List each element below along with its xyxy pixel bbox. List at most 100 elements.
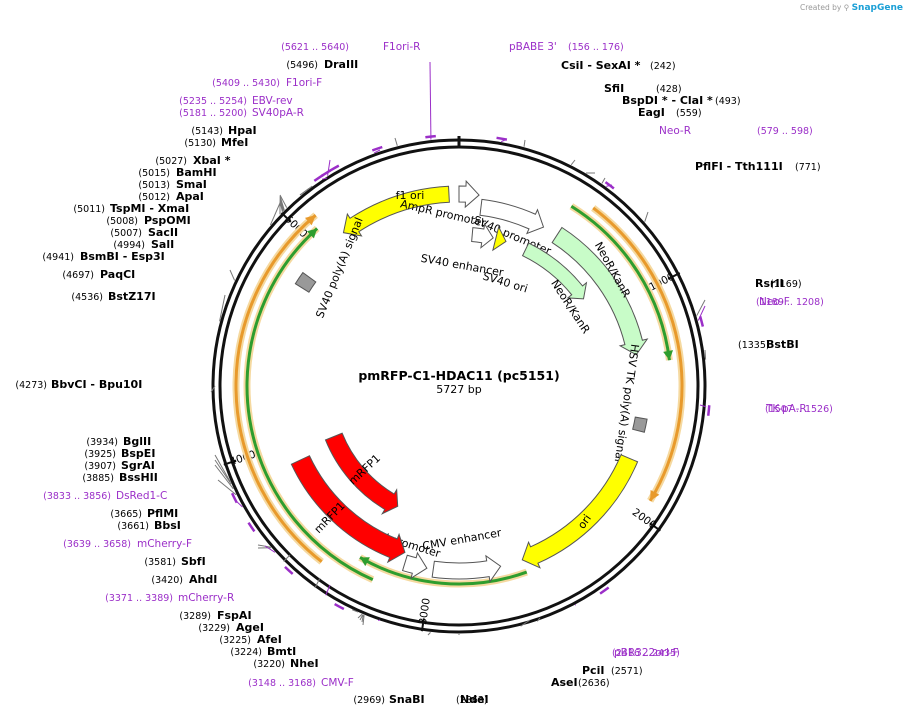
- feature-arrow: mRFP1: [290, 455, 406, 564]
- label-position: (5015): [138, 168, 170, 179]
- label-name: AfeI: [257, 633, 282, 646]
- band-arrowhead: [306, 228, 318, 239]
- feature-shape: [458, 179, 480, 209]
- primer-leader-line: [606, 184, 613, 187]
- label-name: BstBI: [766, 338, 799, 351]
- site-leader-line: [359, 614, 364, 621]
- feature-shape: [431, 554, 502, 583]
- primer-mark: [334, 602, 345, 611]
- label-position: (3665): [110, 509, 142, 520]
- label-name: TspMI - XmaI: [110, 202, 189, 215]
- primer-label: pBABE 3'(156 .. 176): [509, 41, 624, 53]
- label-position: (5008): [106, 216, 138, 227]
- label-name: CMV-F: [321, 677, 354, 689]
- label-position: (559): [676, 108, 702, 119]
- site-label: AseI(2636): [551, 676, 610, 689]
- primer-label: EBV-rev(5235 .. 5254): [179, 95, 293, 107]
- site-label: BspEI(3925): [84, 447, 155, 460]
- site-label: SalI(4994): [113, 238, 174, 251]
- label-name: NheI: [290, 657, 319, 670]
- primer-mark: [284, 565, 294, 575]
- feature-shape: [401, 551, 428, 580]
- label-name: HpaI: [228, 124, 257, 137]
- plasmid-name: pmRFP-C1-HDAC11 (pc5151): [358, 368, 559, 383]
- site-leader-line: [217, 479, 237, 496]
- primer-label: pBR322ori-F(2416 .. 2435): [612, 647, 680, 659]
- plasmid-length: 5727 bp: [436, 383, 481, 396]
- label-position: (3289): [179, 611, 211, 622]
- credit-prefix: Created by: [800, 3, 842, 12]
- label-position: (771): [795, 162, 821, 173]
- cds-band: [359, 556, 528, 586]
- site-leader-line: [269, 202, 281, 226]
- primer-mark: [247, 522, 256, 533]
- primer-leader-line: [373, 149, 381, 154]
- band-arrowhead: [663, 350, 674, 361]
- plasmid-backbone: [211, 136, 707, 634]
- tick-mark: [420, 618, 425, 632]
- label-position: (5143): [191, 126, 223, 137]
- feature-shape: [342, 185, 450, 237]
- label-position: (3224): [230, 647, 262, 658]
- site-leader-line: [229, 269, 236, 281]
- site-label: NheI(3220): [253, 657, 318, 670]
- label-position: (5013): [138, 180, 170, 191]
- site-label: TspMI - XmaI(5011): [73, 202, 189, 215]
- site-label: CsiI - SexAI *(242): [561, 59, 676, 72]
- label-name: pBABE 3': [509, 41, 557, 53]
- snapgene-credit: Created by ⚲ SnapGene: [800, 3, 903, 13]
- site-label: BbvCI - Bpu10I(4273): [15, 378, 142, 391]
- site-label: SbfI(3581): [144, 555, 205, 568]
- cds-band: [234, 214, 323, 563]
- label-name: NdeI: [460, 693, 489, 706]
- primer-label: mCherry-F(3639 .. 3658): [63, 538, 192, 550]
- feature-label: HSV TK poly(A) signal: [612, 343, 641, 463]
- label-position: (493): [715, 96, 741, 107]
- label-name: CsiI - SexAI *: [561, 59, 641, 72]
- label-position: (2416 .. 2435): [612, 648, 680, 659]
- label-name: BbsI: [154, 519, 181, 532]
- tick-mark: [223, 459, 237, 466]
- label-name: PaqCI: [100, 268, 135, 281]
- label-name: PspOMI: [144, 214, 191, 227]
- label-position: (5007): [110, 228, 142, 239]
- site-label: HpaI (5143): [191, 124, 256, 137]
- site-label: RsrII(1169): [755, 277, 802, 290]
- label-position: (5012): [138, 192, 170, 203]
- feature-shape: [324, 432, 399, 515]
- label-position: (2571): [611, 666, 643, 677]
- primer-label: Neo-R(579 .. 598): [659, 125, 813, 137]
- label-name: BspDI * - ClaI *: [622, 94, 713, 107]
- site-label: SgrAI(3907): [84, 459, 154, 472]
- primer-leader-line: [697, 305, 706, 321]
- site-label: BsmBI - Esp3I(4941): [42, 250, 164, 263]
- site-label: SnaBI(2969): [353, 693, 424, 706]
- primer-mark: [329, 164, 340, 172]
- site-label: EagI (559): [638, 106, 702, 119]
- site-leader-line: [704, 349, 707, 360]
- label-name: BmtI: [267, 645, 296, 658]
- site-leader-line: [362, 615, 365, 626]
- site-leader-line: [214, 454, 231, 482]
- site-label: SacII (5007): [110, 226, 178, 239]
- feature-band-layer: [232, 203, 686, 588]
- label-name: EagI: [638, 106, 665, 119]
- feature-arrow: ori: [521, 454, 639, 569]
- site-label: XbaI *(5027): [155, 154, 230, 167]
- tick-mark: [667, 272, 681, 280]
- feature-arrow: HSV TK poly(A) signal: [612, 343, 648, 463]
- label-name: DraIII: [324, 58, 358, 71]
- site-label: PspOMI (5008): [106, 214, 190, 227]
- site-label: BamHI(5015): [138, 166, 216, 179]
- label-name: SbfI: [181, 555, 206, 568]
- primer-label: mCherry-R(3371 .. 3389): [105, 592, 234, 604]
- label-position: (1189 .. 1208): [756, 297, 824, 308]
- label-name: RsrII: [755, 277, 784, 290]
- primer-label: F1ori-F(5409 .. 5430): [212, 77, 322, 89]
- feature-shape: [492, 225, 507, 252]
- site-label: ApaI(5012): [138, 190, 204, 203]
- site-label: BstZ17I(4536): [71, 290, 155, 303]
- label-name: SacII: [148, 226, 178, 239]
